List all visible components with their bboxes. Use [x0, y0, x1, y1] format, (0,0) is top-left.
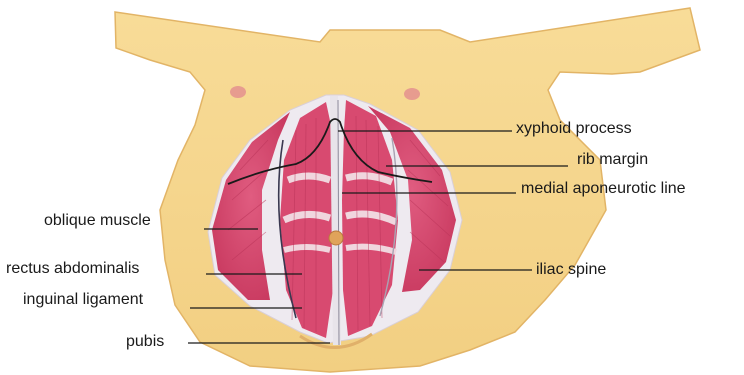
umbilicus [329, 231, 343, 245]
tendinous-band-1 [288, 176, 330, 180]
tendinous-band-5 [284, 247, 330, 250]
label-inguinal-ligament: inguinal ligament [23, 291, 143, 309]
left-nipple [230, 86, 246, 98]
label-xyphoid-process: xyphoid process [516, 120, 632, 138]
linea-alba [334, 96, 337, 345]
label-iliac-spine: iliac spine [536, 261, 606, 279]
right-nipple [404, 88, 420, 100]
label-rectus-abdominalis: rectus abdominalis [6, 260, 139, 278]
label-medial-aponeurotic-line: medial aponeurotic line [521, 180, 686, 198]
label-oblique-muscle: oblique muscle [44, 212, 151, 230]
label-pubis: pubis [126, 333, 164, 351]
label-rib-margin: rib margin [577, 151, 648, 169]
